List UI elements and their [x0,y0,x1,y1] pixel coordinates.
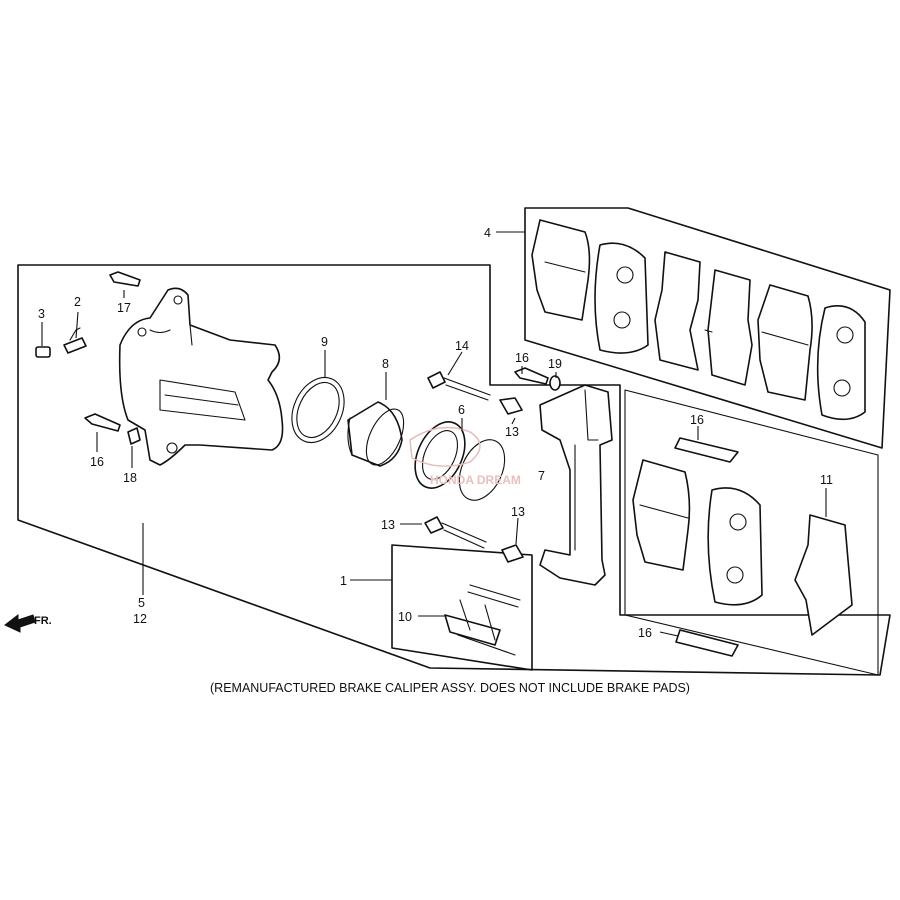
guide-pin-14 [424,516,487,549]
callout-16-lower: 16 [638,626,652,640]
bracket-kit-frame [391,544,533,671]
bolt-19 [109,271,141,287]
caliper-body [118,287,284,466]
svg-text:HONDA DREAM: HONDA DREAM [430,473,521,487]
callout-4: 4 [484,226,491,240]
callout-17: 16 [90,455,104,469]
callout-7: 7 [538,469,545,483]
pad-shim-16-upper [674,437,739,463]
pin-boot-13-upper [499,397,523,415]
callout-13-upper: 13 [505,425,519,439]
callout-18: 16 [515,351,529,365]
bolt-17 [84,413,121,432]
pin-boot-20 [127,427,141,445]
bleeder-screw [63,327,87,354]
leader-lines [41,231,827,637]
footnote: (REMANUFACTURED BRAKE CALIPER ASSY. DOES… [210,681,690,695]
callout-13-lower: 13 [511,505,525,519]
callout-19: 17 [117,301,131,315]
callout-11: 11 [820,473,833,487]
callout-15: 14 [455,339,469,353]
callout-3: 3 [38,307,45,321]
watermark: HONDA DREAM [409,426,521,487]
callout-16-upper: 16 [690,413,704,427]
callout-9: 9 [321,335,328,349]
callout-14: 13 [381,518,395,532]
caliper-bracket [539,384,613,586]
callout-1: 1 [340,574,347,588]
callout-5: 5 [138,596,145,610]
pin-boot-13-lower [501,544,524,563]
piston-seal [291,377,345,443]
bolt-18 [514,367,549,385]
pad-retainer-clips [444,584,521,656]
callout-6: 6 [458,403,465,417]
pad-shim-16-lower [675,629,739,657]
caliper-assembly-frame [17,264,891,676]
callout-20: 18 [123,471,137,485]
callout-12: 12 [133,612,147,626]
guide-pin-15 [427,371,491,401]
callout-21: 19 [548,357,562,371]
bleeder-cap [35,346,51,358]
front-label: FR. [34,615,52,627]
callout-8: 8 [382,357,389,371]
piston [347,401,405,467]
front-direction-arrow: FR. [4,613,52,633]
callout-2: 2 [74,295,81,309]
pad-set-frame [524,207,891,449]
set-ring [458,439,506,501]
bracket-pad-subframe [624,389,879,676]
brake-pad-set [531,219,866,421]
callout-10: 10 [398,610,412,624]
washer-21 [549,375,561,391]
anti-squeal-shim [794,514,853,636]
inner-pads [632,459,763,606]
